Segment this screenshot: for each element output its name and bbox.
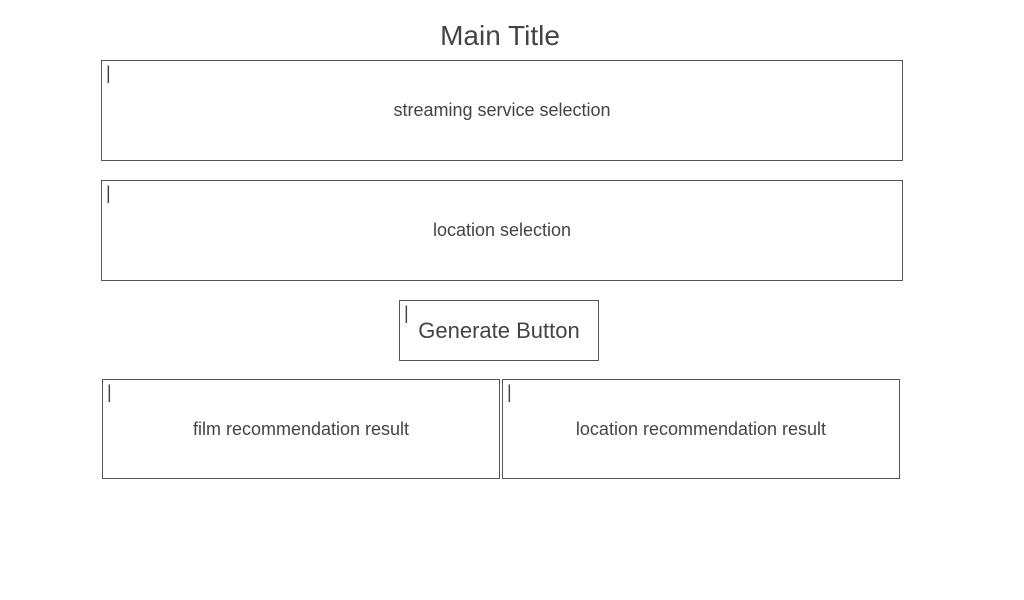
film-recommendation-result-label: film recommendation result: [192, 418, 410, 439]
text-cursor-icon: |: [507, 382, 512, 402]
text-cursor-icon: |: [106, 63, 111, 83]
location-selection[interactable]: | location selection: [101, 180, 903, 281]
location-recommendation-result: | location recommendation result: [502, 379, 900, 479]
film-recommendation-result: | film recommendation result: [102, 379, 500, 479]
page-title: Main Title: [440, 20, 560, 51]
streaming-service-selection[interactable]: | streaming service selection: [101, 60, 903, 161]
text-cursor-icon: |: [404, 303, 409, 323]
location-recommendation-result-label: location recommendation result: [575, 418, 827, 439]
streaming-service-selection-label: streaming service selection: [393, 100, 611, 120]
generate-button[interactable]: | Generate Button: [399, 300, 599, 361]
text-cursor-icon: |: [107, 382, 112, 402]
text-cursor-icon: |: [106, 183, 111, 203]
generate-button-label: Generate Button: [418, 317, 580, 343]
location-selection-label: location selection: [432, 220, 572, 240]
